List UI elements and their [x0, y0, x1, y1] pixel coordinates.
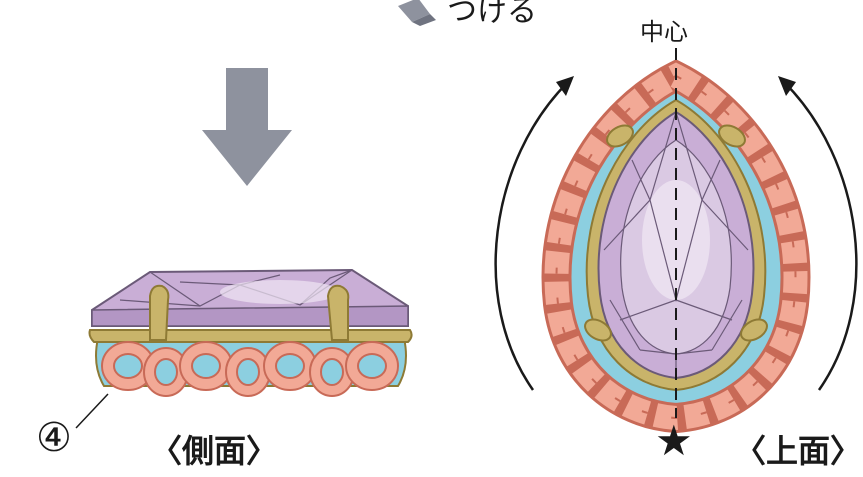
step-number: ④: [36, 418, 72, 458]
top-view-label: 〈上面〉: [734, 426, 862, 472]
side-view-illustration: [76, 270, 412, 428]
top-view-illustration: [496, 48, 857, 418]
center-label: 中心: [640, 12, 688, 47]
apply-label: つける: [447, 0, 537, 30]
star-icon: ★: [655, 420, 693, 462]
down-arrow: [202, 68, 292, 186]
glue-tube-icon: [398, 0, 436, 26]
side-view-label: 〈側面〉: [150, 426, 278, 472]
